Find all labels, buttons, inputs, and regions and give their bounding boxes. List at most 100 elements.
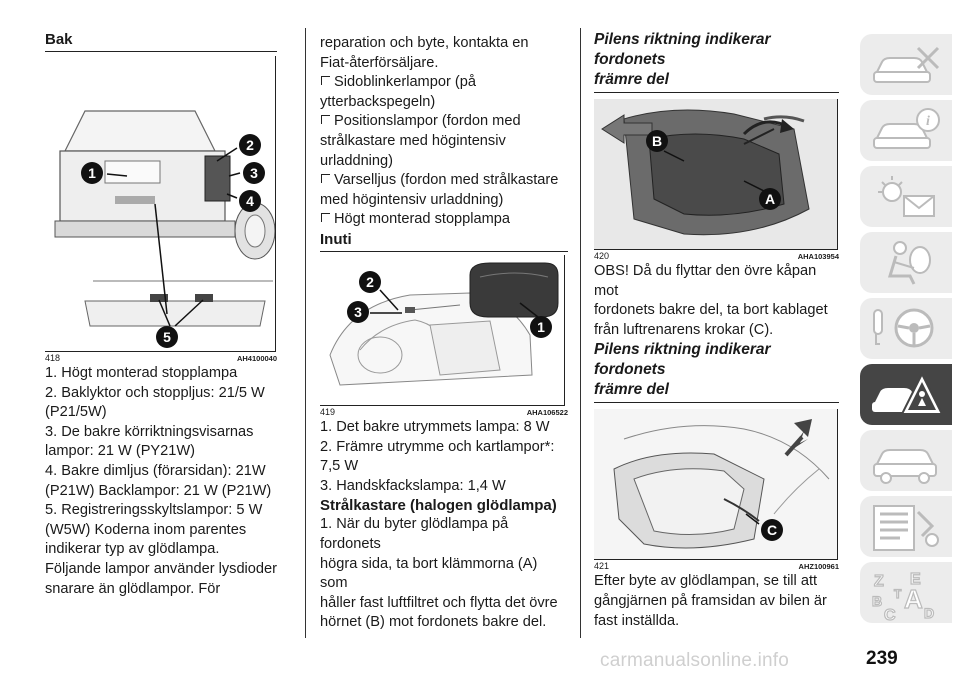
figure-419: 2 3 1 [320,254,565,406]
tab-warning-lights[interactable] [860,166,952,227]
figure-418: 1 2 3 4 5 [45,56,276,352]
specifications-list-icon [873,505,939,551]
callout-a: A [759,188,781,210]
text-line: 3. De bakre körriktningsvisarnas [45,423,254,440]
heading-rule [594,402,839,404]
callout-c: C [761,519,783,542]
column-2: reparation och byte, kontakta en Fiat-åt… [320,34,568,633]
svg-text:T: T [894,587,902,601]
rear-lamps-illustration: 1 2 3 4 5 [54,110,275,348]
text-line: (W5W) Koderna inom parentes [45,521,247,538]
text-line: OBS! Då du flyttar den övre kåpan mot [594,263,817,299]
figure-number: 418 [45,353,61,363]
text-line: fordonets bakre del, ta bort kablaget [594,302,828,319]
heading-rule [45,51,277,52]
text-line: hörnet (B) mot fordonets bakre del. [320,614,547,631]
heading-rule [320,250,568,252]
breakdown-warning-icon [872,371,942,415]
text-line: reparation och byte, kontakta en [320,35,529,51]
tab-dashboard[interactable]: i [860,100,952,161]
text-line: indikerar typ av glödlampa. [45,541,220,558]
text-line: högra sida, ta bort klämmorna (A) som [320,555,538,592]
svg-text:B: B [872,593,882,609]
svg-text:C: C [767,522,777,538]
text-line: 7,5 W [320,458,359,475]
filter-hooks-illustration: C [594,409,837,560]
figure-caption-420: 420 AHA103954 [594,251,839,262]
heading-inside: Inuti [320,230,352,248]
text-line: från luftrenarens krokar (C). [594,321,774,338]
bullet-icon [320,174,332,185]
svg-text:1: 1 [537,319,545,335]
text-line: Fiat-återförsäljare. [320,54,439,71]
svg-text:A: A [765,191,775,207]
text-line: (P21W) Backlampor: 21 W (P21W) [45,482,272,499]
callout-4: 4 [239,190,261,212]
svg-text:4: 4 [246,193,254,209]
heading-rear: Bak [45,31,73,48]
svg-text:2: 2 [366,274,374,290]
direction-arrow-icon [601,114,653,144]
air-filter-illustration: B A [594,99,837,249]
tab-servicing[interactable] [860,430,952,491]
tab-technical-specifications[interactable] [860,496,952,557]
direction-arrow-icon [794,419,812,438]
text-line: 4. Bakre dimljus (förarsidan): 21W [45,462,266,479]
text-line: gångjärnen på framsidan av bilen är [594,592,827,609]
figure-421: C [594,409,838,561]
text-line: 3. Handskfackslampa: 1,4 W [320,477,506,494]
callout-b: B [646,130,668,152]
callout-1: 1 [81,162,103,184]
text-line: 2. Baklyktor och stoppljus: 21/5 W [45,384,265,401]
figure-420: B A [594,99,838,250]
warning-lights-icon [878,176,935,217]
airbag-person-icon [887,241,931,285]
svg-text:D: D [924,605,934,621]
figure-code: AHA103954 [797,252,839,261]
svg-text:1: 1 [88,165,96,181]
text-line: Följande lampor använder lysdioder [45,560,278,577]
callout-1: 1 [530,315,552,338]
svg-text:5: 5 [163,329,171,345]
callout-5: 5 [156,326,178,348]
figure-caption-418: 418 AH4100040 [45,353,277,364]
callout-2: 2 [239,134,261,156]
index-letters-icon: Z E B A C T D [871,570,934,624]
bullet-item: Högt monterad stopplampa [320,210,568,230]
tab-safety[interactable] [860,232,952,293]
bullet-icon [320,115,332,126]
figure-caption-419: 419 AHA106522 [320,407,568,418]
svg-text:2: 2 [246,137,254,153]
callout-3: 3 [347,300,369,323]
figure-caption-421: 421 AHZ100961 [594,561,839,572]
tab-in-an-emergency[interactable] [860,364,952,425]
heading-headlamp: Strålkastare (halogen glödlampa) [320,497,557,515]
bullet-icon [320,76,332,87]
watermark: carmanualsonline.info [600,650,790,671]
bullet-icon [320,213,332,224]
figure-number: 419 [320,406,336,417]
heading-rule [594,92,839,93]
text-line: Efter byte av glödlampan, se till att [594,573,818,590]
figure-number: 421 [594,561,610,572]
svg-text:E: E [910,571,921,588]
column-divider-1 [305,28,306,638]
text-line: håller fast luftfiltret och flytta det ö… [320,594,558,611]
figure-code: AH4100040 [236,354,277,363]
figure-number: 420 [594,251,610,261]
text-line: snarare än glödlampor. För [45,580,221,597]
text-line: 2. Främre utrymme och kartlampor*: [320,438,555,455]
svg-text:A: A [904,584,923,614]
text-line: (P21/5W) [45,404,107,421]
figure-code: AHZ100961 [798,562,839,572]
tab-index[interactable]: Z E B A C T D [860,562,952,624]
tab-vehicle-knowledge[interactable] [860,34,952,95]
text-line: 1. Högt monterad stopplampa [45,365,238,381]
svg-text:B: B [652,133,662,149]
tab-starting-driving[interactable] [860,298,952,359]
